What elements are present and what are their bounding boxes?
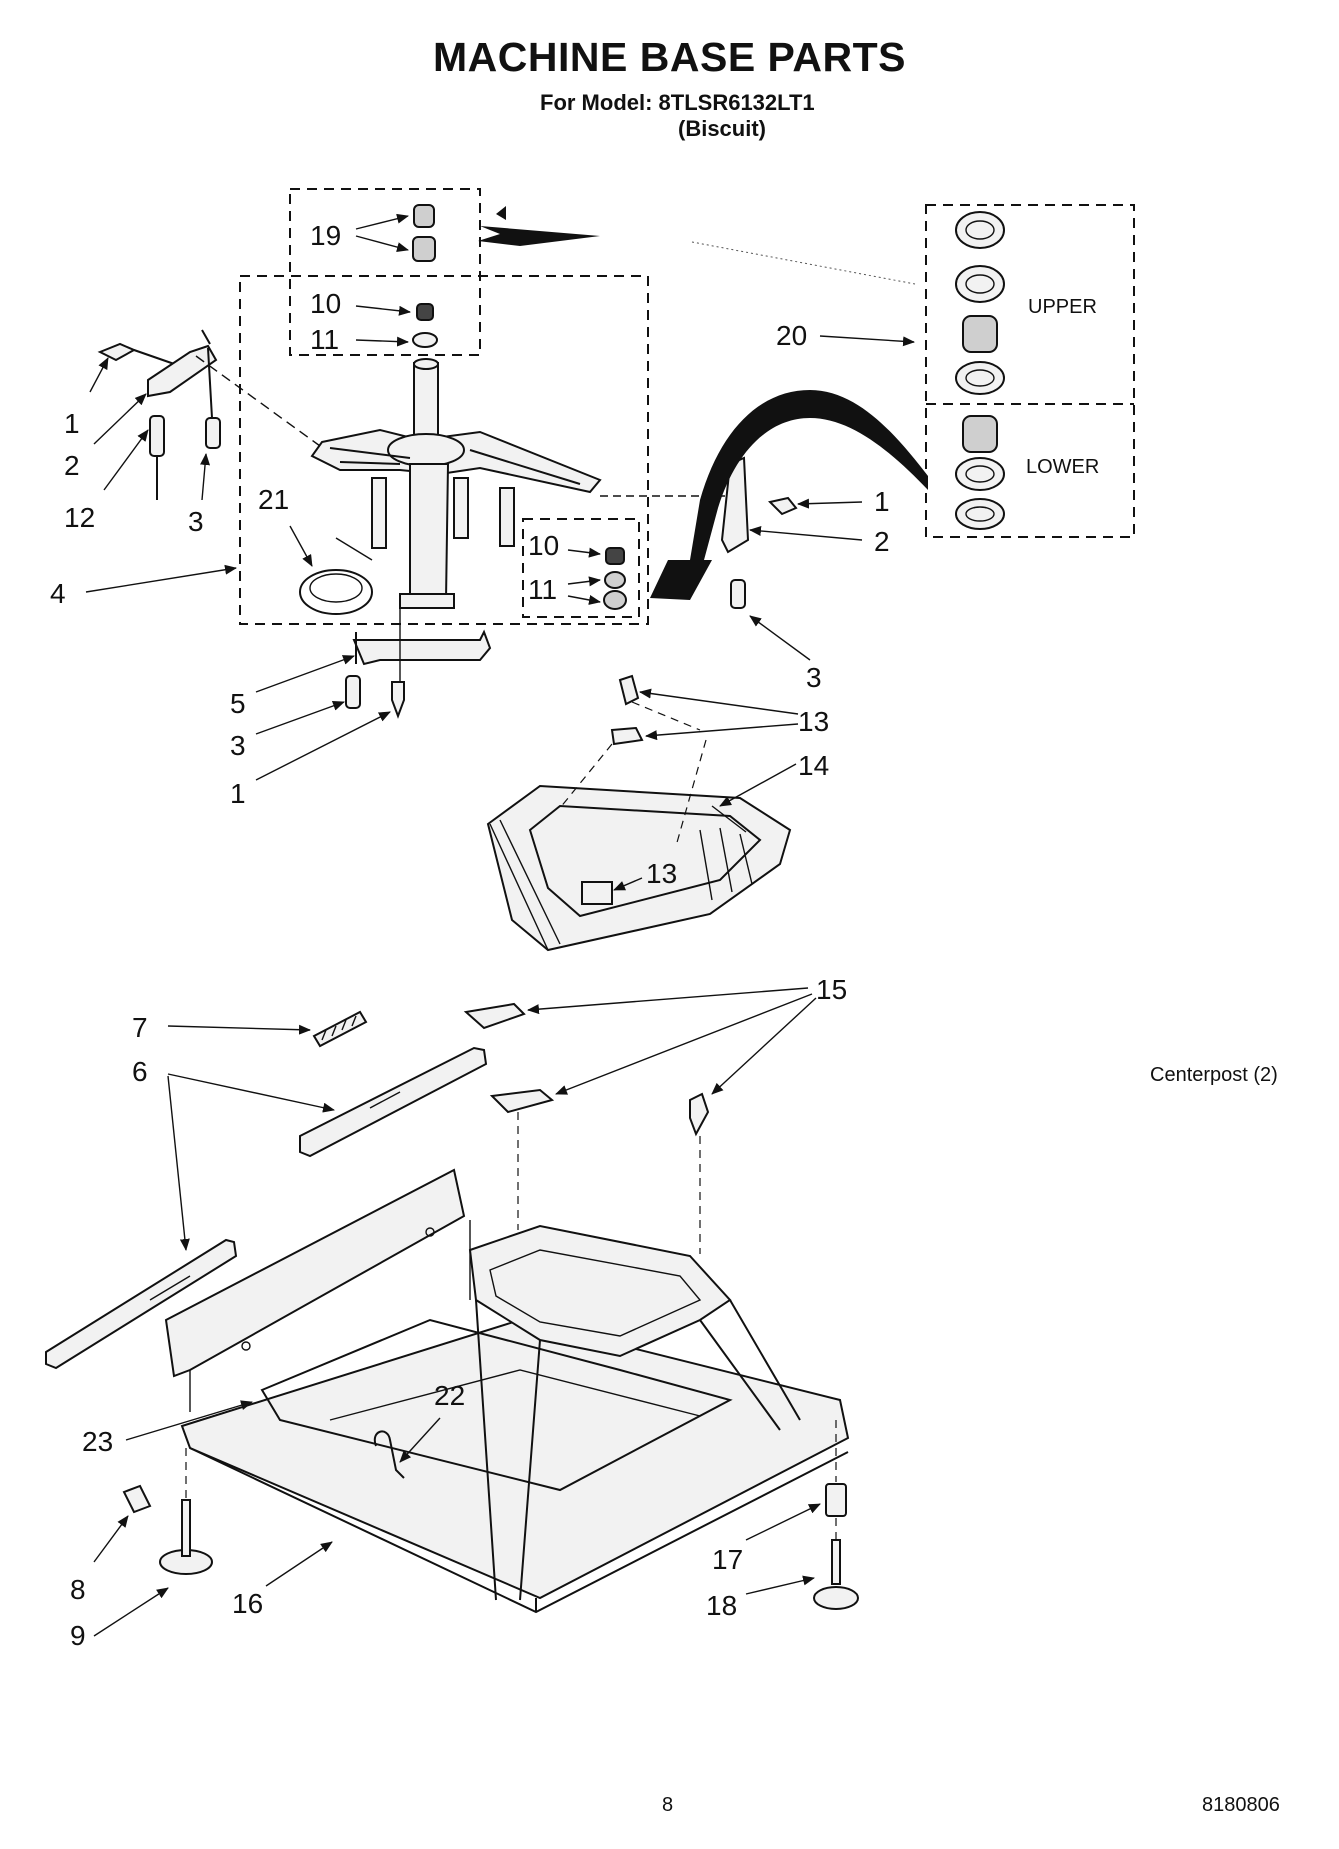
bearing-part-10-mid <box>605 547 625 565</box>
callout-16: 16 <box>232 1588 264 1619</box>
callout-2-right: 2 <box>874 526 890 557</box>
direction-arrow-top <box>478 226 600 246</box>
callout-13-mid: 13 <box>646 858 678 889</box>
spacer-part-17 <box>825 1483 847 1517</box>
callout-5: 5 <box>230 688 246 719</box>
bearing-kit-part-20 <box>925 204 1135 538</box>
small-triangle-marker <box>496 206 506 220</box>
motor-mount-frame-part-14 <box>486 674 792 952</box>
callout-18: 18 <box>706 1590 738 1621</box>
spring-part-22 <box>373 1430 405 1479</box>
color-line: (Biscuit) <box>678 116 766 141</box>
callout-7: 7 <box>132 1012 148 1043</box>
page-title: MACHINE BASE PARTS <box>433 34 906 80</box>
callout-19: 19 <box>310 220 342 251</box>
doc-number: 8180806 <box>1202 1794 1280 1816</box>
snubber-part-19 <box>412 204 436 262</box>
callout-14: 14 <box>798 750 830 781</box>
callout-4: 4 <box>50 578 66 609</box>
upper-label: UPPER <box>1028 296 1097 318</box>
callout-1-right: 1 <box>874 486 890 517</box>
clip-part-13-b <box>610 726 644 746</box>
callout-1-left: 1 <box>64 408 80 439</box>
callout-23: 23 <box>82 1426 114 1457</box>
callout-15: 15 <box>816 974 848 1005</box>
bearing-part-10-top <box>416 303 434 321</box>
callout-11-mid: 11 <box>528 574 558 605</box>
lower-bracket-group <box>345 608 492 719</box>
callout-3-low: 3 <box>230 730 246 761</box>
callout-22: 22 <box>434 1380 466 1411</box>
page-number: 8 <box>662 1794 674 1816</box>
clip-part-13-a <box>618 674 640 706</box>
callout-11-top: 11 <box>310 324 340 355</box>
bumper-part-8 <box>122 1484 152 1514</box>
rail-part-6-upper <box>299 1046 488 1158</box>
callout-12: 12 <box>64 502 96 533</box>
callout-3-right: 3 <box>806 662 822 693</box>
washer-part-11-mid-a <box>604 571 626 589</box>
callout-2-left: 2 <box>64 450 80 481</box>
gearcase-assembly <box>239 188 649 625</box>
callout-6: 6 <box>132 1056 148 1087</box>
callout-3-left: 3 <box>188 506 204 537</box>
rail-part-6-lower <box>45 1238 238 1370</box>
callout-17: 17 <box>712 1544 744 1575</box>
direction-arrow-curved <box>650 390 928 600</box>
callout-1-low: 1 <box>230 778 246 809</box>
left-bracket-group <box>97 329 321 500</box>
callout-9: 9 <box>70 1620 86 1651</box>
callout-8: 8 <box>70 1574 86 1605</box>
callout-leaders <box>85 213 915 1637</box>
model-line: For Model: 8TLSR6132LT1 <box>540 90 815 115</box>
lower-label: LOWER <box>1026 456 1100 478</box>
centerpost-note: Centerpost (2) <box>1150 1064 1278 1086</box>
callout-20: 20 <box>776 320 808 351</box>
clips-part-15 <box>463 1002 710 1254</box>
spring-part-7 <box>312 1010 368 1048</box>
callout-13-top: 13 <box>798 706 830 737</box>
seal-part-21 <box>299 569 373 615</box>
screw-part-18 <box>831 1539 841 1585</box>
washer-part-11-mid-b <box>603 590 627 610</box>
washer-part-11-top <box>412 332 438 348</box>
callout-10-mid: 10 <box>528 530 560 561</box>
callout-10-top: 10 <box>310 288 342 319</box>
clip-part-13-c <box>581 881 613 905</box>
machine-base-part-16 <box>122 1168 859 1614</box>
callout-21: 21 <box>258 484 290 515</box>
